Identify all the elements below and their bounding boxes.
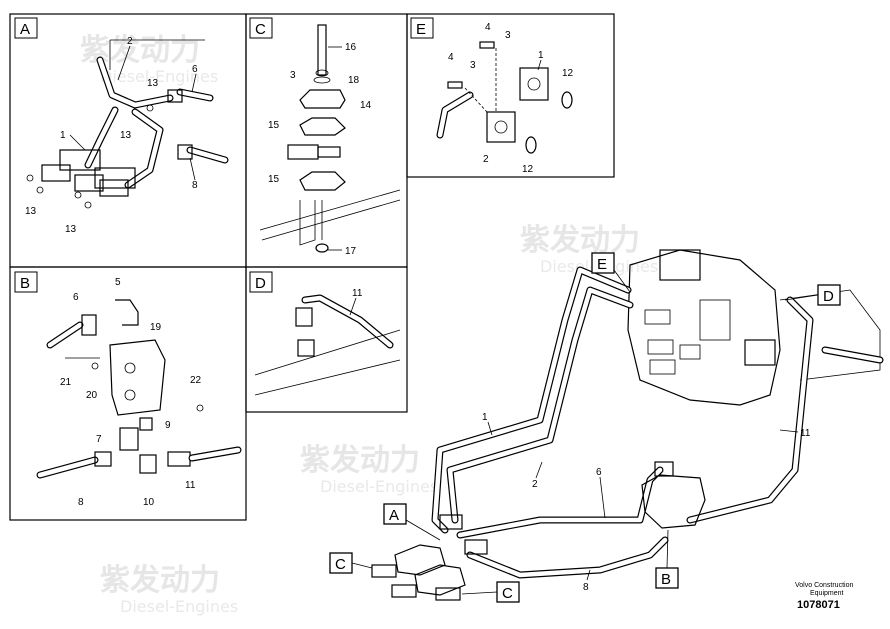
svg-text:E: E — [597, 256, 607, 273]
part-number: 21 — [60, 377, 72, 388]
part-number: 6 — [73, 292, 79, 303]
callout-d: D — [784, 284, 841, 306]
part-number: 11 — [185, 480, 196, 491]
part-number: 20 — [86, 390, 98, 401]
part-number: 3 — [505, 30, 511, 41]
panel-c-title: C — [249, 17, 273, 39]
watermark-brand: 紫发动力 — [520, 223, 640, 258]
panel-b-part-numbers: 5 6 19 21 20 22 7 9 8 10 11 — [60, 277, 202, 508]
part-number: 16 — [345, 42, 357, 53]
footer-line1: Volvo Construction — [795, 582, 853, 589]
panel-d-title: D — [249, 271, 273, 293]
part-number: 7 — [96, 434, 102, 445]
part-number: 12 — [562, 68, 574, 79]
part-number: 1 — [60, 130, 66, 141]
svg-text:B: B — [20, 275, 30, 292]
svg-text:D: D — [255, 275, 266, 292]
part-number: 8 — [78, 497, 84, 508]
panel-a-drawing — [26, 39, 229, 209]
part-number: 8 — [583, 582, 589, 593]
part-number: 13 — [25, 206, 37, 217]
part-number: 15 — [268, 174, 280, 185]
panel-d-drawing — [254, 294, 401, 396]
callout-c: C — [329, 552, 373, 574]
svg-text:A: A — [389, 507, 399, 524]
part-number: 2 — [127, 36, 133, 47]
panel-e-title: E — [410, 17, 434, 39]
part-number: 6 — [192, 64, 198, 75]
part-number: 10 — [143, 497, 155, 508]
main-part-numbers: 1 2 6 8 11 — [482, 412, 811, 593]
watermark-sub: Diesel-Engines — [100, 67, 218, 86]
part-number: 13 — [65, 224, 77, 235]
main-assembly — [371, 249, 884, 601]
callout-a: A — [383, 503, 441, 541]
panel-c-drawing — [259, 24, 401, 253]
panel-b-title: B — [14, 271, 38, 293]
svg-text:D: D — [823, 288, 834, 305]
svg-text:A: A — [20, 21, 30, 38]
watermark-sub: Diesel-Engines — [120, 597, 238, 616]
part-number: 19 — [150, 322, 162, 333]
part-number: 14 — [360, 100, 372, 111]
part-number: 22 — [190, 375, 202, 386]
part-number: 18 — [348, 75, 360, 86]
watermark-brand: 紫发动力 — [300, 443, 420, 478]
svg-text:C: C — [255, 21, 266, 38]
part-number: 12 — [522, 164, 534, 175]
callout-c: C — [461, 581, 520, 603]
svg-text:C: C — [502, 585, 513, 602]
part-number: 8 — [192, 180, 198, 191]
panel-a-part-numbers: 2 6 13 1 13 8 13 13 — [25, 36, 198, 235]
part-number: 2 — [532, 479, 538, 490]
panel-c-part-numbers: 16 3 18 14 15 15 17 — [268, 42, 372, 257]
part-number: 5 — [115, 277, 121, 288]
part-number: 6 — [596, 467, 602, 478]
part-number: 15 — [268, 120, 280, 131]
callout-e: E — [591, 252, 631, 293]
svg-text:E: E — [416, 21, 426, 38]
part-number: 9 — [165, 420, 171, 431]
part-number: 4 — [448, 52, 454, 63]
panel-d-part-numbers: 11 — [349, 288, 363, 316]
watermark-brand: 紫发动力 — [100, 563, 220, 598]
part-number: 3 — [470, 60, 476, 71]
part-number: 1 — [482, 412, 488, 423]
panel-e-frame — [406, 13, 615, 178]
footer: Volvo Construction Equipment 1078071 — [795, 582, 853, 611]
panel-b-drawing — [36, 299, 242, 479]
panel-e-drawing — [436, 41, 573, 154]
part-number: 3 — [290, 70, 296, 81]
footer-line2: Equipment — [810, 590, 844, 597]
panel-a-title: A — [14, 17, 38, 39]
part-number: 13 — [120, 130, 132, 141]
part-number: 1 — [538, 50, 544, 61]
panel-e-part-numbers: 4 3 1 4 3 12 2 12 — [448, 22, 574, 175]
watermark-sub: Diesel-Engines — [320, 477, 438, 496]
part-number: 11 — [800, 428, 811, 439]
svg-text:B: B — [661, 571, 671, 588]
watermark-layer: 紫发动力 Diesel-Engines 紫发动力 Diesel-Engines … — [80, 33, 658, 616]
panel-b-frame — [9, 266, 247, 521]
callout-b: B — [655, 529, 679, 589]
part-number: 13 — [147, 78, 159, 89]
svg-text:C: C — [335, 556, 346, 573]
part-number: 11 — [352, 288, 363, 299]
part-number: 4 — [485, 22, 491, 33]
part-number: 17 — [345, 246, 357, 257]
panel-d-frame — [245, 266, 408, 413]
part-number: 2 — [483, 154, 489, 165]
drawing-number: 1078071 — [797, 599, 840, 611]
